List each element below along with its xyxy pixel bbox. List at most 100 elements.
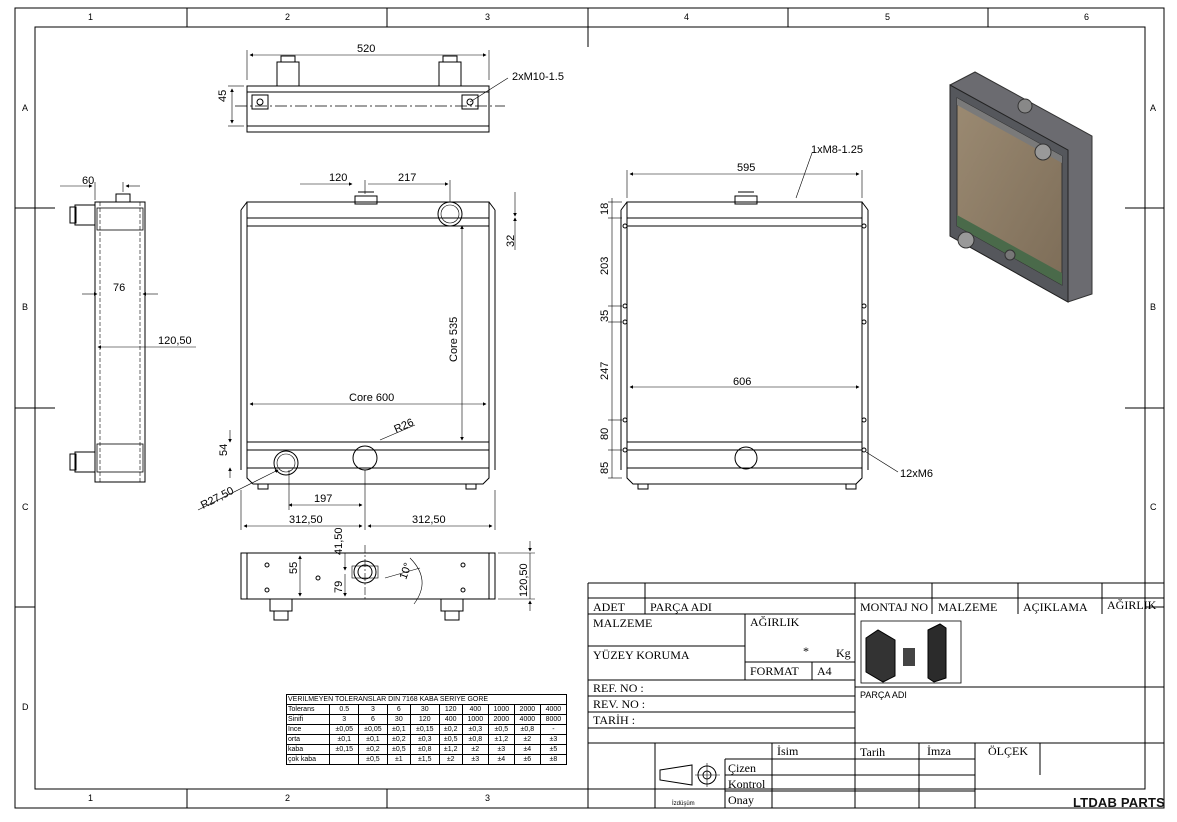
tb-cizen: Çizen bbox=[728, 761, 756, 775]
front-view bbox=[197, 180, 517, 530]
tb-olcek: ÖLÇEK bbox=[988, 744, 1028, 758]
tb-rev-no: REV. NO : bbox=[593, 697, 646, 711]
tol-h2-0: Sinifi bbox=[285, 714, 331, 725]
zone-top-2: 2 bbox=[285, 12, 290, 22]
tol-r1-6: ±0,8 bbox=[461, 734, 489, 745]
tb-montaj-no: MONTAJ NO bbox=[860, 600, 929, 614]
tol-r3-5: ±2 bbox=[438, 754, 463, 765]
tb-malzeme: MALZEME bbox=[593, 616, 653, 630]
zone-top-3: 3 bbox=[485, 12, 490, 22]
tol-r1-2: ±0,1 bbox=[358, 734, 388, 745]
dim-front-half-r: 312,50 bbox=[412, 514, 446, 526]
tol-r0-3: ±0,1 bbox=[386, 724, 411, 735]
zone-top-6: 6 bbox=[1084, 12, 1089, 22]
tol-h1-6: 400 bbox=[461, 704, 489, 715]
tol-r0-6: ±0,3 bbox=[461, 724, 489, 735]
assembly-preview bbox=[860, 620, 962, 684]
tol-r0-5: ±0,2 bbox=[438, 724, 463, 735]
dim-front-r2: R27,50 bbox=[199, 485, 236, 512]
zone-left-a: A bbox=[22, 103, 28, 113]
dim-bottom-79: 79 bbox=[333, 581, 345, 593]
tol-r2-0: kaba bbox=[285, 744, 331, 755]
tol-r3-7: ±4 bbox=[487, 754, 515, 765]
title-block-frame bbox=[587, 582, 1164, 808]
dim-side-core: 76 bbox=[113, 282, 125, 294]
tb-tarih: TARİH : bbox=[593, 713, 636, 727]
dim-top-width: 520 bbox=[357, 43, 375, 55]
dim-rear-thread: 1xM8-1.25 bbox=[811, 144, 863, 156]
tol-h2-4: 120 bbox=[409, 714, 440, 725]
tol-h1-1: 0.5 bbox=[329, 704, 360, 715]
tol-h2-7: 2000 bbox=[487, 714, 515, 725]
tol-h1-0: Tolerans bbox=[285, 704, 331, 715]
tol-h2-8: 4000 bbox=[513, 714, 541, 725]
tol-h1-5: 120 bbox=[438, 704, 463, 715]
tol-h1-2: 3 bbox=[358, 704, 388, 715]
zone-top-4: 4 bbox=[684, 12, 689, 22]
tol-r0-1: ±0,05 bbox=[329, 724, 360, 735]
tol-r1-8: ±2 bbox=[513, 734, 541, 745]
tol-h1-8: 2000 bbox=[513, 704, 541, 715]
tol-r0-8: ±0,8 bbox=[513, 724, 541, 735]
dim-front-radius: R26 bbox=[392, 417, 415, 436]
tb-tarih-col: Tarih bbox=[860, 745, 886, 759]
zone-left-d: D bbox=[22, 702, 29, 712]
tol-r2-7: ±3 bbox=[487, 744, 515, 755]
tb-format: FORMAT bbox=[750, 664, 799, 678]
dim-front-top: 32 bbox=[505, 235, 517, 247]
tol-r0-0: Ince bbox=[285, 724, 331, 735]
dim-front-core-h: Core 535 bbox=[448, 317, 460, 362]
dim-rear-v-35: 35 bbox=[599, 310, 611, 322]
tol-h1-7: 1000 bbox=[487, 704, 515, 715]
tol-h2-6: 1000 bbox=[461, 714, 489, 725]
tb-isim: İsim bbox=[777, 744, 799, 758]
tol-r1-7: ±1,2 bbox=[487, 734, 515, 745]
tol-h2-2: 6 bbox=[358, 714, 388, 725]
dim-rear-v-247: 247 bbox=[599, 362, 611, 380]
zone-bottom-1: 1 bbox=[88, 793, 93, 803]
tol-r3-3: ±1 bbox=[386, 754, 411, 765]
tol-r3-1 bbox=[329, 754, 360, 765]
tb-format-value: A4 bbox=[817, 664, 832, 678]
dim-top-height: 45 bbox=[217, 90, 229, 102]
tol-r3-0: çok kaba bbox=[285, 754, 331, 765]
tol-r0-4: ±0,15 bbox=[409, 724, 440, 735]
tol-r1-0: orta bbox=[285, 734, 331, 745]
zone-labels: 1 2 3 4 5 6 1 2 3 A B C D A B C bbox=[22, 12, 1157, 803]
tol-h2-9: 8000 bbox=[539, 714, 568, 725]
tb-malzeme-header: MALZEME bbox=[938, 600, 998, 614]
dim-rear-v-80: 80 bbox=[599, 428, 611, 440]
dim-top-thread: 2xM10-1.5 bbox=[512, 71, 564, 83]
tolerance-title: VERILMEYEN TOLERANSLAR DIN 7168 KABA SER… bbox=[286, 694, 567, 705]
dim-front-197: 197 bbox=[314, 493, 332, 505]
dim-bottom-angle: 10° bbox=[398, 561, 415, 581]
zone-left-c: C bbox=[22, 502, 29, 512]
side-view bbox=[60, 182, 196, 483]
tb-yuzey-koruma: YÜZEY KORUMA bbox=[593, 648, 690, 662]
tol-h1-9: 4000 bbox=[539, 704, 568, 715]
rear-view bbox=[608, 152, 899, 490]
tol-r3-8: ±6 bbox=[513, 754, 541, 765]
tol-r0-9: - bbox=[539, 724, 568, 735]
isometric-radiator bbox=[949, 71, 1093, 303]
dim-rear-thread2: 12xM6 bbox=[900, 468, 933, 480]
bottom-view bbox=[240, 541, 535, 621]
tol-r1-5: ±0,5 bbox=[438, 734, 463, 745]
tb-aciklama: AÇIKLAMA bbox=[1023, 600, 1088, 614]
tol-r1-4: ±0,3 bbox=[409, 734, 440, 745]
dim-front-off2: 217 bbox=[398, 172, 416, 184]
zone-bottom-3: 3 bbox=[485, 793, 490, 803]
zone-left-b: B bbox=[22, 302, 28, 312]
tol-r2-2: ±0,2 bbox=[358, 744, 388, 755]
tb-izdusum: İzdüşüm bbox=[672, 801, 695, 807]
tb-imza: İmza bbox=[927, 744, 951, 758]
tol-r2-4: ±0,8 bbox=[409, 744, 440, 755]
tolerance-table: VERILMEYEN TOLERANSLAR DIN 7168 KABA SER… bbox=[285, 694, 568, 765]
dim-bottom-55: 55 bbox=[288, 562, 300, 574]
tol-h1-3: 6 bbox=[386, 704, 411, 715]
tb-weight-value: * bbox=[803, 644, 809, 658]
sheet-border bbox=[14, 7, 1165, 809]
dim-front-bottom: 54 bbox=[218, 444, 230, 456]
tb-onay: Onay bbox=[728, 793, 754, 807]
tol-r2-3: ±0,5 bbox=[386, 744, 411, 755]
